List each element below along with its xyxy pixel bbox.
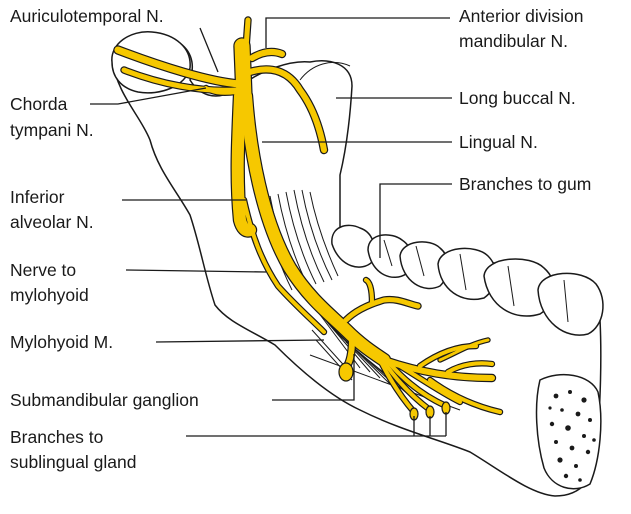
label-nerve-mylohyoid-2: mylohyoid (10, 285, 89, 305)
bone-cross-section (537, 375, 601, 489)
label-long-buccal: Long buccal N. (459, 88, 576, 108)
label-nerve-mylohyoid: Nerve to (10, 260, 76, 280)
leader-auriculotemporal (200, 28, 218, 72)
leader-anterior-division (266, 18, 450, 48)
label-chorda: Chorda (10, 94, 68, 114)
submandibular-ganglion (339, 363, 353, 381)
anterior-stub-top (246, 20, 248, 48)
label-chorda-2: tympani N. (10, 120, 94, 140)
label-anterior-division: Anterior division (459, 6, 584, 26)
label-mylohyoid-m: Mylohyoid M. (10, 332, 113, 352)
label-sublingual: Branches to (10, 427, 103, 447)
label-branches-gum: Branches to gum (459, 174, 591, 194)
anterior-trunk (242, 46, 244, 96)
label-submandibular: Submandibular ganglion (10, 390, 199, 410)
label-sublingual-2: sublingual gland (10, 452, 137, 472)
anterior-stub-right (252, 52, 282, 58)
label-lingual: Lingual N. (459, 132, 538, 152)
label-anterior-division-2: mandibular N. (459, 31, 568, 51)
label-auriculotemporal: Auriculotemporal N. (10, 6, 164, 26)
label-inferior-alveolar: Inferior (10, 187, 65, 207)
label-inferior-alveolar-2: alveolar N. (10, 212, 94, 232)
